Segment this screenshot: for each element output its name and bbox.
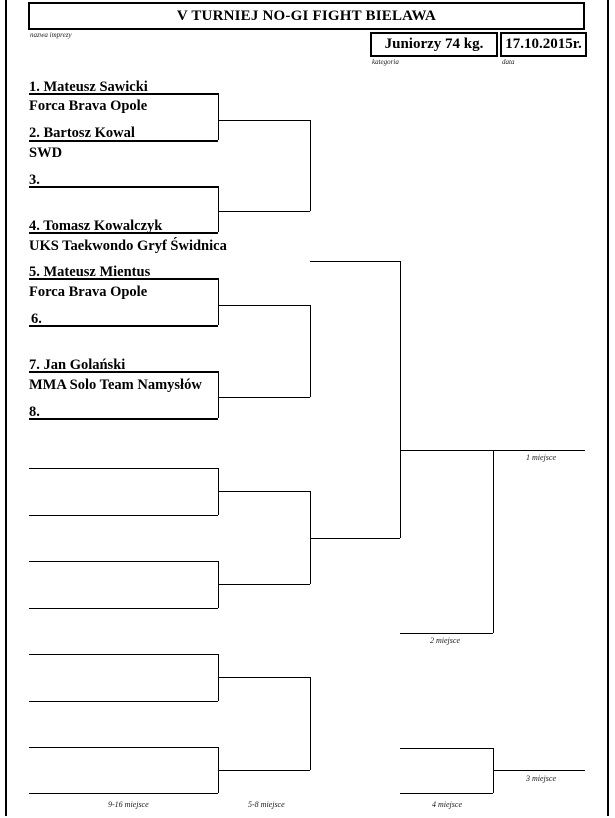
final-line-winner — [400, 450, 493, 451]
entry-6-name: 6. — [31, 311, 42, 327]
slot-line-9 — [29, 468, 218, 469]
date-box: 17.10.2015r. — [500, 32, 587, 57]
entry-4-club: UKS Taekwondo Gryf Świdnica — [29, 238, 227, 254]
entry-5-name: 5. Mateusz Mientus — [29, 264, 151, 280]
r1-connector-1 — [218, 93, 219, 140]
entry-2-name: 2. Bartosz Kowal — [29, 125, 135, 141]
slot-line-3 — [29, 186, 218, 188]
place-label-fourth: 4 miejsce — [432, 800, 462, 809]
page-title: V TURNIEJ NO-GI FIGHT BIELAWA — [176, 7, 437, 24]
entry-1-name: 1. Mateusz Sawicki — [29, 79, 148, 95]
entry-3-name: 3. — [29, 172, 40, 188]
page-frame — [5, 0, 609, 816]
tournament-title-box: V TURNIEJ NO-GI FIGHT BIELAWA — [28, 2, 585, 30]
third-place-line-a — [400, 748, 493, 749]
r2-line-6 — [218, 584, 310, 585]
entry-2-club: SWD — [29, 145, 63, 161]
r2-line-5 — [218, 491, 310, 492]
slot-line-7 — [29, 371, 218, 373]
r2-connector-1 — [310, 120, 311, 211]
third-place-line-b — [400, 793, 493, 794]
third-place-winner-line — [493, 770, 585, 771]
entry-1-club: Forca Brava Opole — [29, 98, 148, 114]
r2-connector-4 — [310, 677, 311, 770]
r1-connector-3 — [218, 278, 219, 325]
title-caption: nazwa imprezy — [30, 31, 72, 39]
place-label-second: 2 miejsce — [430, 636, 460, 645]
slot-line-13 — [29, 654, 218, 655]
category-box: Juniorzy 74 kg. — [370, 32, 498, 57]
r3-line-2 — [310, 538, 400, 539]
category-caption: kategoria — [372, 58, 399, 66]
place-label-fifth-eighth: 5-8 miejsce — [248, 800, 285, 809]
final-line-runner-up — [400, 633, 493, 634]
slot-line-11 — [29, 561, 218, 562]
place-label-ninth-sixteenth: 9-16 miejsce — [108, 800, 149, 809]
slot-line-14 — [29, 701, 218, 702]
entry-5-club: Forca Brava Opole — [29, 284, 148, 300]
r2-line-1 — [218, 120, 310, 121]
slot-line-8 — [29, 418, 218, 420]
final-connector — [493, 450, 494, 633]
r2-line-2 — [218, 211, 310, 212]
r2-line-3 — [218, 305, 310, 306]
r2-connector-2 — [310, 305, 311, 397]
champion-line — [493, 450, 585, 451]
r2-connector-3 — [310, 491, 311, 584]
r3-connector — [400, 261, 401, 538]
entry-7-name: 7. Jan Golański — [29, 357, 126, 373]
date-value: 17.10.2015r. — [505, 36, 582, 52]
r3-line-1 — [310, 261, 400, 262]
slot-line-10 — [29, 515, 218, 516]
slot-line-12 — [29, 608, 218, 609]
slot-line-6 — [29, 325, 218, 327]
entry-4-name: 4. Tomasz Kowalczyk — [29, 218, 163, 234]
r1-connector-4 — [218, 371, 219, 418]
place-label-first: 1 miejsce — [526, 453, 556, 462]
slot-line-5 — [29, 278, 218, 280]
entry-8-name: 8. — [29, 404, 40, 420]
r2-line-8 — [218, 770, 310, 771]
entry-7-club: MMA Solo Team Namysłów — [29, 377, 202, 393]
place-label-third: 3 miejsce — [526, 774, 556, 783]
category-value: Juniorzy 74 kg. — [384, 36, 484, 52]
date-caption: data — [502, 58, 515, 66]
r1-connector-2 — [218, 186, 219, 232]
slot-line-16 — [29, 793, 218, 794]
r2-line-4 — [218, 397, 310, 398]
slot-line-1 — [29, 93, 218, 95]
r2-line-7 — [218, 677, 310, 678]
slot-line-4 — [29, 232, 218, 234]
slot-line-15 — [29, 747, 218, 748]
slot-line-2 — [29, 140, 218, 142]
